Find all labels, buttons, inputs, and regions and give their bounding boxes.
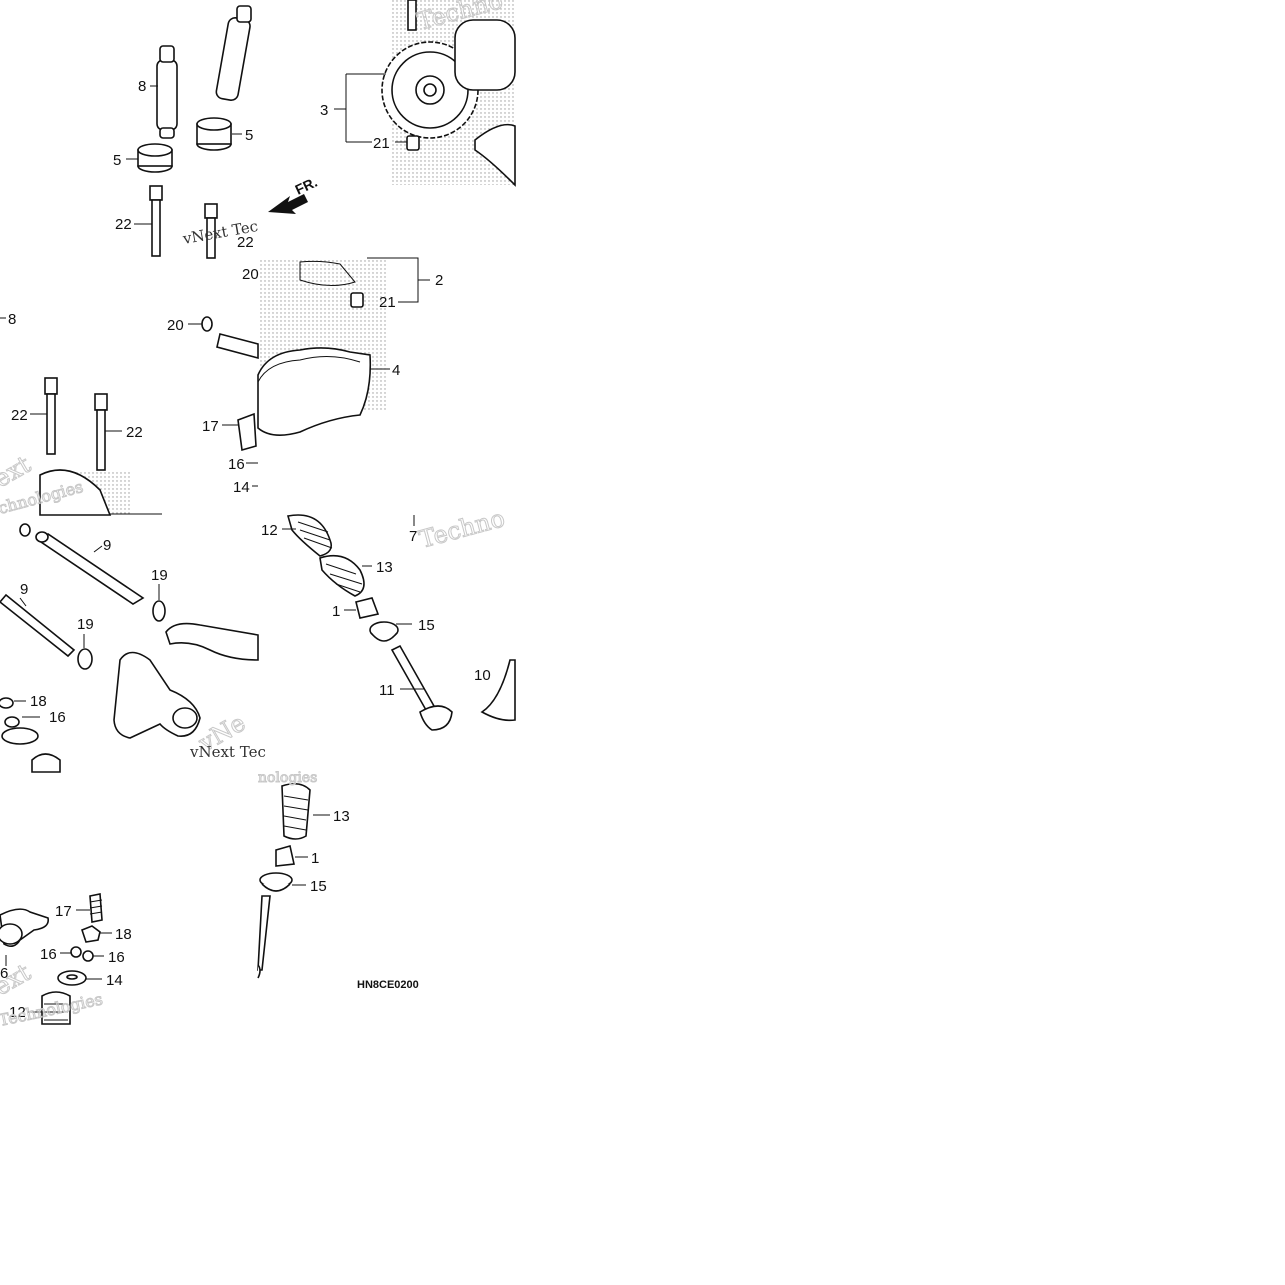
valve-retainer-part — [369, 621, 399, 642]
valve-spring-part — [319, 554, 365, 597]
camshaft-part — [454, 19, 516, 91]
callout-number: 18 — [30, 693, 47, 710]
bolt-part — [204, 203, 218, 259]
callout-number: 12 — [261, 522, 278, 539]
callout-number: 22 — [11, 407, 28, 424]
callout-number: 21 — [379, 294, 396, 311]
collar-part — [196, 117, 232, 151]
callout-number: 5 — [245, 127, 253, 144]
callout-number: 18 — [115, 926, 132, 943]
callout-number: 3 — [320, 102, 328, 119]
nut-part — [81, 925, 101, 943]
tile-c — [0, 317, 162, 516]
callout-number: 20 — [167, 317, 184, 334]
callout-number: 20 — [242, 266, 259, 283]
bolt-part — [149, 185, 163, 257]
callout-number: 15 — [310, 878, 327, 895]
valve-cotter-part — [355, 597, 380, 619]
bolt-part — [94, 393, 108, 471]
watermark-text: Techno — [416, 504, 507, 554]
valve-spring-part — [41, 991, 71, 1025]
tile-e — [0, 523, 259, 773]
callout-number: 5 — [113, 152, 121, 169]
bolt-part — [44, 377, 58, 455]
callout-number: 11 — [379, 682, 395, 699]
valve-spring-part — [286, 514, 333, 557]
tile-f — [282, 514, 516, 731]
callout-number: 22 — [237, 234, 254, 251]
shaft-part — [216, 333, 259, 360]
front-direction-label: FR. — [293, 174, 320, 198]
watermark-text: ext — [0, 450, 36, 493]
callout-number: 13 — [333, 808, 350, 825]
callout-number: 22 — [115, 216, 132, 233]
exhaust-valve-part — [480, 659, 516, 722]
spring-part — [237, 412, 257, 452]
washer-part — [57, 970, 87, 986]
valve-cotter-part — [275, 844, 295, 867]
callout-number: 14 — [233, 479, 250, 496]
collar-part — [137, 143, 173, 173]
callout-labels: 8 5 5 22 22 3 21 2 21 20 20 4 8 22 22 17… — [0, 78, 491, 1021]
rocker-arm-part — [0, 908, 50, 948]
callout-number: 2 — [435, 272, 443, 289]
callout-number: 13 — [376, 559, 393, 576]
callout-number: 16 — [40, 946, 57, 963]
callout-number: 14 — [106, 972, 123, 989]
tile-d — [188, 257, 430, 487]
valve-retainer-part — [259, 872, 293, 892]
rocker-shaft-part — [35, 531, 145, 605]
callout-number: 8 — [138, 78, 146, 95]
callout-number: 17 — [55, 903, 72, 920]
tile-b — [334, 0, 516, 187]
callout-number: 12 — [9, 1004, 26, 1021]
callout-number: 19 — [77, 616, 94, 633]
callout-number: 21 — [373, 135, 390, 152]
dowel-pin-part — [215, 5, 252, 101]
tile-g: HN8CE0200 — [257, 782, 419, 991]
dowel-pin-part — [156, 45, 178, 139]
rocker-arm-part — [113, 622, 259, 739]
watermark-text: nologies — [258, 770, 317, 786]
callout-number: 9 — [20, 581, 28, 598]
cover-gasket-part — [257, 347, 372, 436]
intake-valve-part — [390, 644, 453, 731]
tile-a — [126, 5, 308, 259]
valve-spring-part — [281, 782, 311, 840]
callout-number: 1 — [311, 850, 319, 867]
callout-number: 1 — [332, 603, 340, 620]
callout-number: 9 — [103, 537, 111, 554]
callout-number: 6 — [0, 965, 8, 982]
callout-number: 15 — [418, 617, 435, 634]
callout-number: 22 — [126, 424, 143, 441]
watermark-text: vNext Tec — [189, 743, 266, 761]
callout-number: 4 — [392, 362, 400, 379]
spring-part — [89, 893, 103, 923]
drawing-code: HN8CE0200 — [357, 979, 419, 991]
callout-number: 16 — [228, 456, 245, 473]
callout-number: 16 — [49, 709, 66, 726]
callout-number: 8 — [8, 311, 16, 328]
rocker-shaft-part — [0, 593, 76, 658]
callout-number: 19 — [151, 567, 168, 584]
callout-number: 16 — [108, 949, 125, 966]
callout-number: 17 — [202, 418, 219, 435]
callout-number: 10 — [474, 667, 491, 684]
callout-number: 7 — [409, 528, 417, 545]
front-direction-arrow — [268, 194, 308, 214]
tile-h — [0, 893, 112, 1025]
